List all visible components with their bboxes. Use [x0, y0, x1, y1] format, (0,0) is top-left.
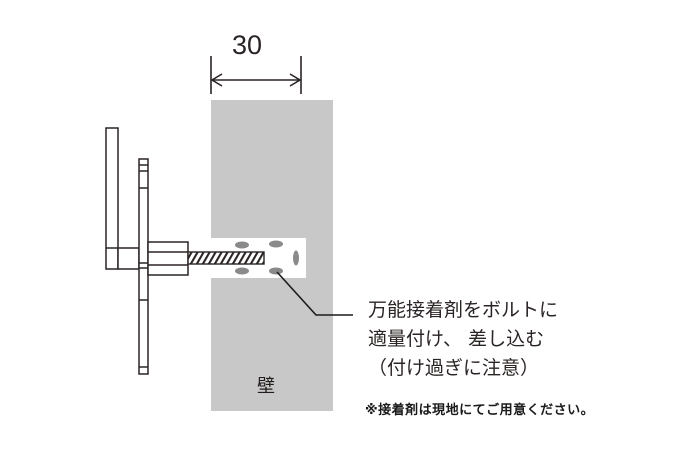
adhesive-callout: 万能接着剤をボルトに 適量付け、 差し込む （付け過ぎに注意） — [368, 296, 558, 383]
callout-line: 適量付け、 差し込む — [368, 328, 545, 350]
callout-line: 万能接着剤をボルトに — [368, 299, 559, 321]
threaded-bolt — [187, 251, 265, 265]
hook-bracket — [105, 127, 140, 270]
callout-line: （付け過ぎに注意） — [368, 357, 540, 379]
mounting-plate — [138, 158, 149, 375]
spacer-nut — [147, 241, 189, 276]
dimension-label: 30 — [232, 30, 263, 60]
adhesive-note: ※接着剤は現地にてご用意ください。 — [365, 403, 595, 418]
adhesive-dots — [235, 240, 299, 275]
dimension-marker — [210, 56, 302, 94]
wall-label: 壁 — [257, 376, 275, 397]
callout-leader-line — [276, 271, 353, 316]
